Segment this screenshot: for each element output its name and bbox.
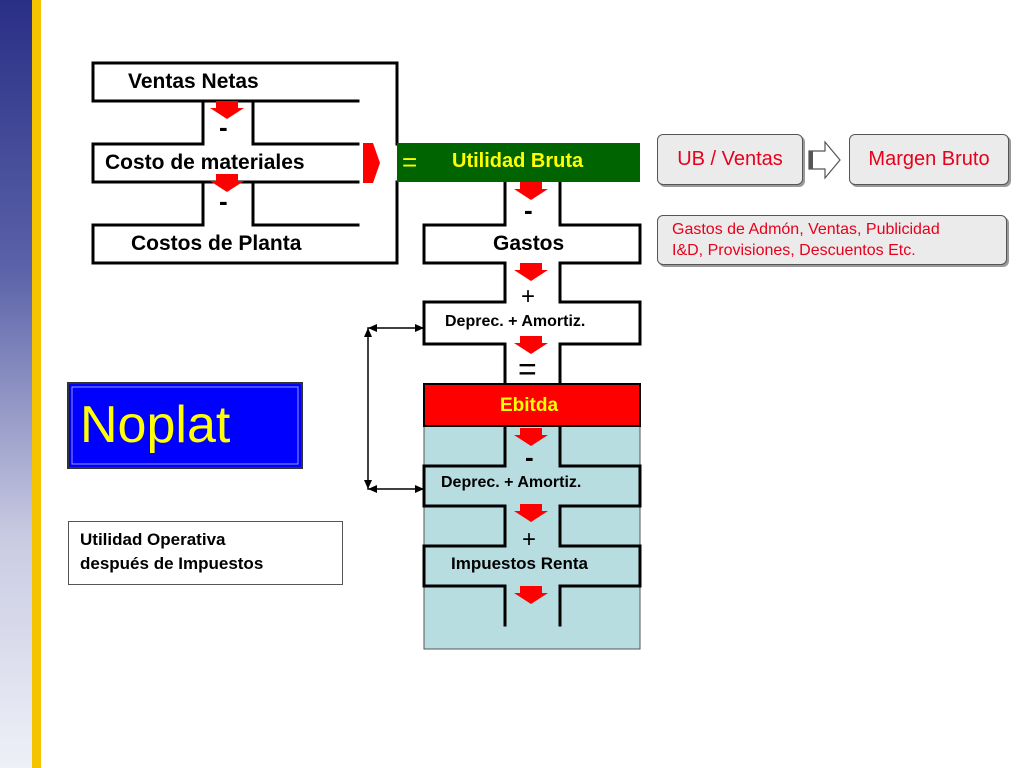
bracket-arrowhead-top-right: [415, 324, 424, 332]
bracket-arrowhead-bottom-right: [415, 485, 424, 493]
arrow-down-8: [514, 586, 548, 604]
noplat-definition-box: Utilidad Operativa después de Impuestos: [68, 521, 343, 585]
arrow-down-2: [210, 174, 244, 192]
gastos-connector-left: [422, 180, 507, 386]
ub-ventas-box: UB / Ventas: [657, 134, 803, 185]
bracket-arrowhead-up: [364, 328, 372, 337]
gastos-note-line1: Gastos de Admón, Ventas, Publicidad: [672, 221, 940, 238]
bracket-arrowhead-bottom-left: [368, 485, 377, 493]
plus-sign-1: +: [521, 283, 536, 310]
bracket-arrow-line: [367, 327, 424, 490]
costo-materiales-connector: [251, 99, 360, 146]
lower-connector-right: [558, 424, 642, 627]
noplat-definition-line2: después de Impuestos: [80, 554, 264, 573]
minus-sign-4: -: [525, 442, 534, 472]
hollow-arrow-right-icon: [808, 140, 841, 180]
minus-sign-3: -: [524, 195, 533, 225]
minus-sign-2: -: [219, 186, 228, 216]
gastos-connector-right: [558, 180, 642, 386]
equals-sign-2: =: [518, 351, 537, 387]
minus-sign-1: -: [219, 112, 228, 142]
ventas-netas-label: Ventas Netas: [128, 70, 259, 93]
lower-connector-left: [422, 424, 507, 627]
arrow-down-1: [210, 101, 244, 119]
arrow-down-6: [514, 428, 548, 446]
costo-materiales-box-outline: [91, 99, 360, 184]
lower-panel: [423, 425, 641, 650]
arrow-right-1: [363, 143, 380, 183]
arrow-down-5: [514, 336, 548, 354]
costo-materiales-label: Costo de materiales: [105, 151, 305, 174]
impuestos-renta-label: Impuestos Renta: [451, 554, 588, 573]
bracket-arrowhead-down: [364, 480, 372, 489]
decorative-side-bar: [0, 0, 32, 768]
arrow-down-3: [514, 182, 548, 200]
costos-planta-label: Costos de Planta: [131, 232, 302, 255]
gastos-note-line2: I&D, Provisiones, Descuentos Etc.: [672, 242, 916, 259]
margen-bruto-box: Margen Bruto: [849, 134, 1009, 185]
noplat-box: [67, 382, 303, 469]
bracket-arrowhead-top-left: [368, 324, 377, 332]
plus-sign-2: +: [522, 526, 537, 553]
deprec-amortiz-label-1: Deprec. + Amortiz.: [445, 313, 586, 330]
ebitda-bar: [423, 383, 641, 427]
equals-sign-1: =: [402, 147, 418, 177]
utilidad-bruta-label: Utilidad Bruta: [452, 150, 584, 172]
ventas-netas-box-outline: [91, 61, 399, 146]
decorative-yellow-stripe: [32, 0, 41, 768]
gastos-label: Gastos: [493, 232, 565, 255]
ebitda-label: Ebitda: [500, 395, 559, 416]
costos-planta-box-outline: [91, 180, 399, 265]
deprec-amortiz-label-2: Deprec. + Amortiz.: [441, 474, 582, 491]
arrow-down-4: [514, 263, 548, 281]
gastos-note-box: Gastos de Admón, Ventas, Publicidad I&D,…: [657, 215, 1007, 265]
utilidad-bruta-bar: [397, 143, 640, 182]
costos-planta-connector: [251, 180, 360, 227]
arrow-down-7: [514, 504, 548, 522]
noplat-title: Noplat: [80, 396, 231, 454]
noplat-definition-line1: Utilidad Operativa: [80, 530, 226, 549]
